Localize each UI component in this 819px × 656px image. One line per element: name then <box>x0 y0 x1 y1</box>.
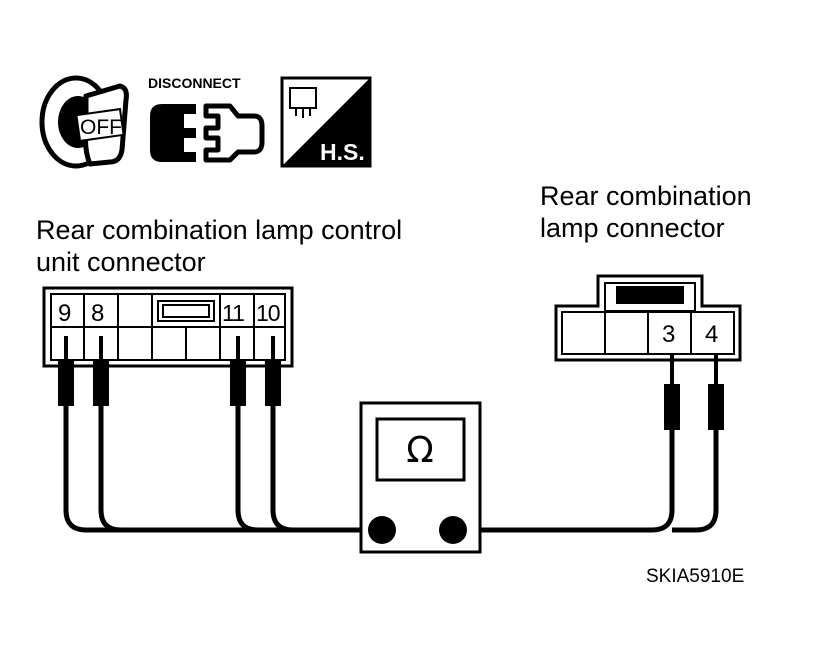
reference-code: SKIA5910E <box>646 566 745 587</box>
disconnect-text: DISCONNECT <box>148 75 241 91</box>
ohm-symbol: Ω <box>406 430 434 471</box>
lamp-connector-label-line2: lamp connector <box>540 213 725 243</box>
pin-label-3: 3 <box>662 321 675 348</box>
probe-pin-9 <box>58 336 74 406</box>
probe-wires <box>63 404 719 533</box>
probe-pin-4 <box>708 354 724 430</box>
lamp-connector-label: Rear combination lamp connector <box>540 180 752 244</box>
control-unit-connector-label-line2: unit connector <box>36 247 206 277</box>
pin-label-4: 4 <box>705 321 718 348</box>
ignition-key-off-icon: OFF <box>39 75 129 169</box>
pin-label-10: 10 <box>256 300 280 326</box>
probe-pin-8 <box>93 336 109 406</box>
control-unit-connector-label-line1: Rear combination lamp control <box>36 215 403 245</box>
pin-label-9: 9 <box>58 300 71 327</box>
lamp-connector: 3 4 <box>554 274 742 362</box>
ohmmeter: Ω <box>359 401 482 554</box>
harness-side-icon: H.S. <box>280 76 372 168</box>
pin-label-8: 8 <box>91 300 104 327</box>
lamp-connector-label-line1: Rear combination <box>540 181 752 211</box>
control-unit-connector-label: Rear combination lamp control unit conne… <box>36 214 402 278</box>
meter-terminal-left <box>368 516 396 544</box>
harness-side-text: H.S. <box>320 139 365 165</box>
ignition-off-text: OFF <box>80 116 122 139</box>
disconnect-connector-icon: DISCONNECT <box>148 75 265 163</box>
control-unit-connector: 9 8 11 10 <box>42 286 294 368</box>
pin-label-11: 11 <box>222 300 244 326</box>
probe-pin-11 <box>230 336 246 406</box>
probe-pin-3 <box>664 354 680 430</box>
probe-pin-10 <box>265 336 281 406</box>
meter-terminal-right <box>439 516 467 544</box>
